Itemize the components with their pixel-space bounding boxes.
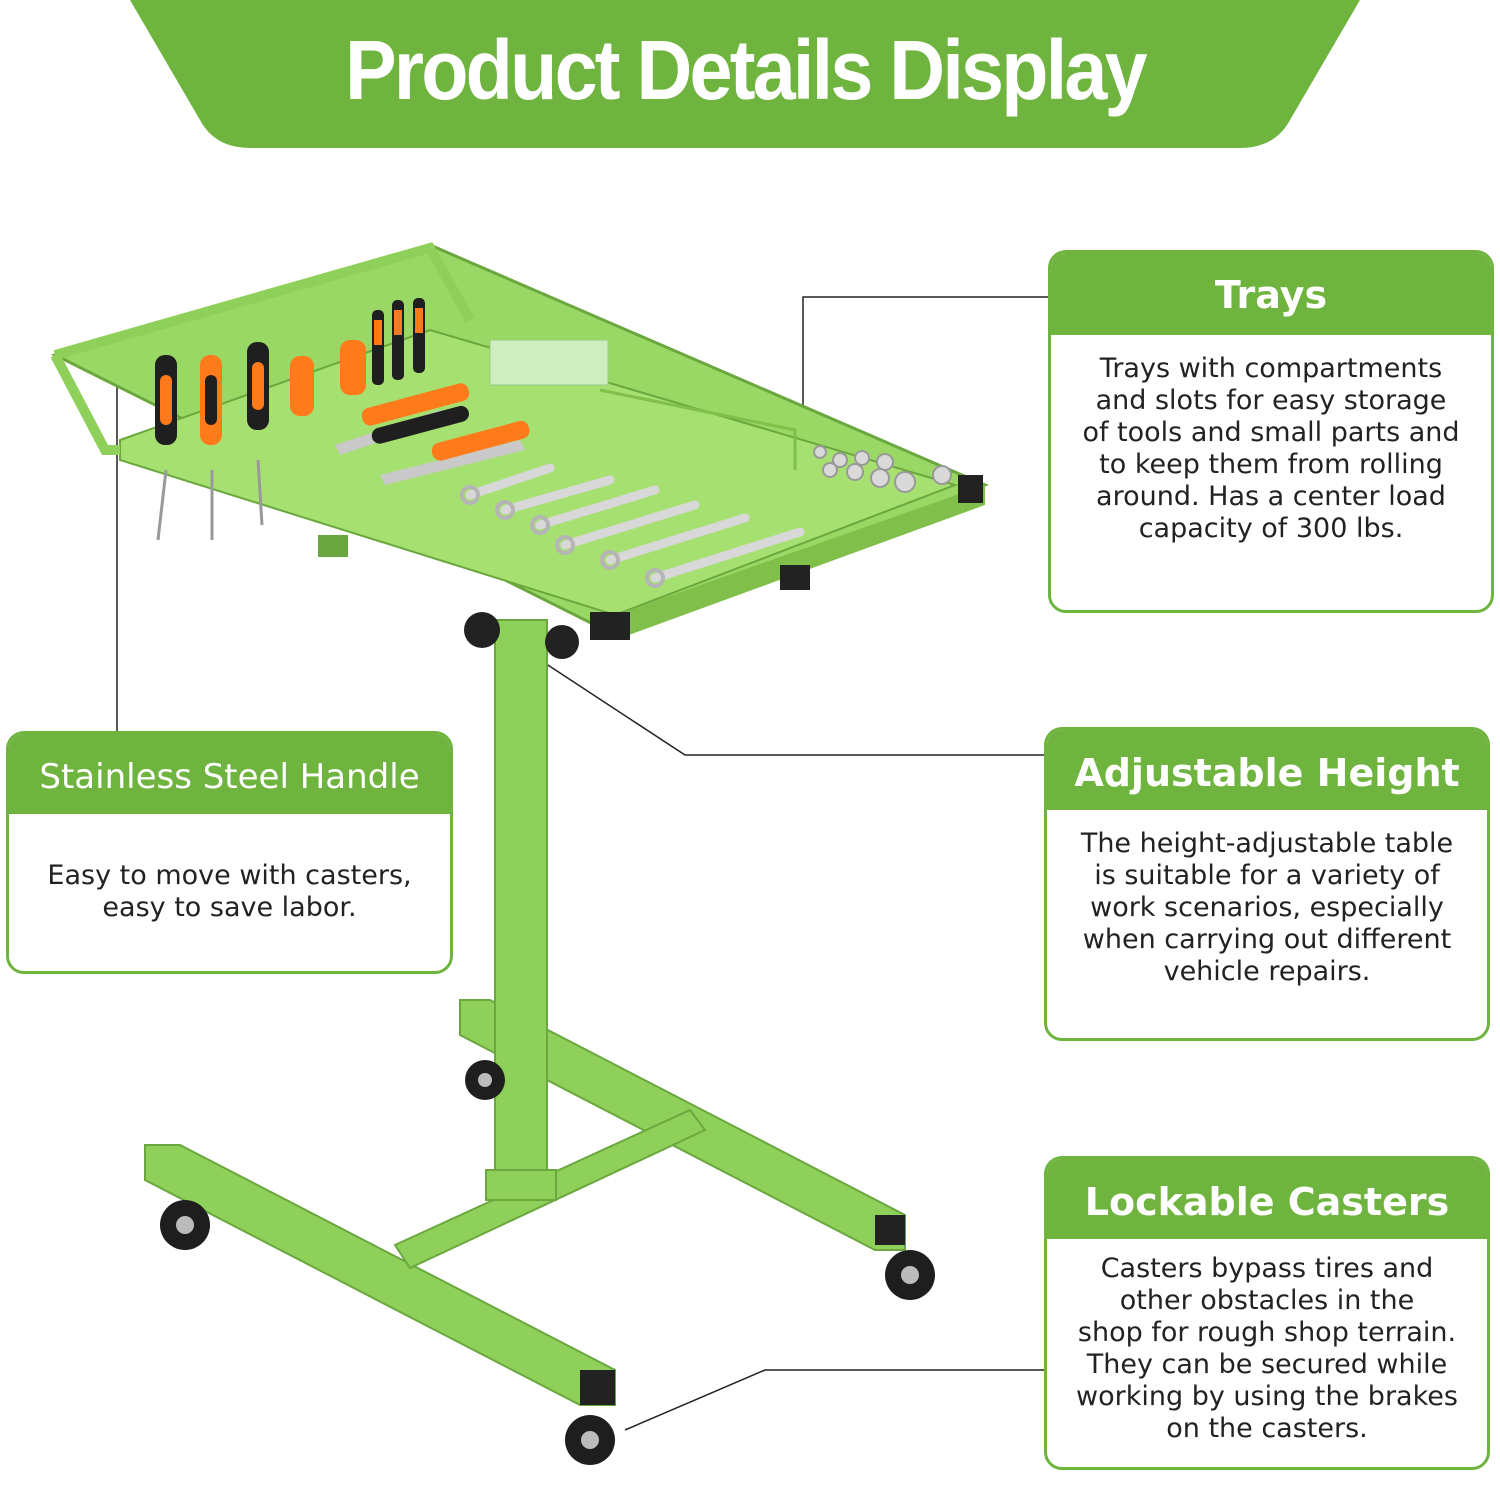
- banner-shape: [130, 0, 1360, 148]
- feature-card-height: Adjustable Height The height-adjustable …: [1044, 727, 1490, 1041]
- header-banner: Product Details Display: [130, 0, 1360, 148]
- feature-text-casters: Casters bypass tires and other obstacles…: [1076, 1253, 1458, 1444]
- wrench-set: [465, 463, 805, 583]
- feature-text-trays: Trays with compartments and slots for ea…: [1082, 353, 1460, 544]
- height-leader-line: [524, 649, 1044, 756]
- socket-set: [813, 445, 952, 493]
- feature-title-height: Adjustable Height: [1047, 730, 1487, 810]
- screwdrivers: [155, 298, 425, 541]
- parts-box: [489, 339, 609, 386]
- page-title: Product Details Display: [345, 23, 1147, 117]
- feature-text-height: The height-adjustable table is suitable …: [1080, 828, 1454, 987]
- feature-title-casters: Lockable Casters: [1047, 1159, 1487, 1239]
- casters-leader-line: [624, 1369, 1044, 1431]
- height-adjust-knobs: [464, 612, 579, 659]
- feature-title-handle: Stainless Steel Handle: [9, 734, 450, 814]
- feature-card-casters: Lockable Casters Casters bypass tires an…: [1044, 1156, 1490, 1470]
- feature-title-trays: Trays: [1051, 253, 1491, 335]
- feature-text-handle: Easy to move with casters, easy to save …: [47, 860, 412, 923]
- caster-wheels: [160, 1060, 935, 1465]
- feature-card-trays: Trays Trays with compartments and slots …: [1048, 250, 1494, 613]
- pliers-and-wrenches: [335, 383, 530, 485]
- feature-card-handle: Stainless Steel Handle Easy to move with…: [6, 731, 453, 974]
